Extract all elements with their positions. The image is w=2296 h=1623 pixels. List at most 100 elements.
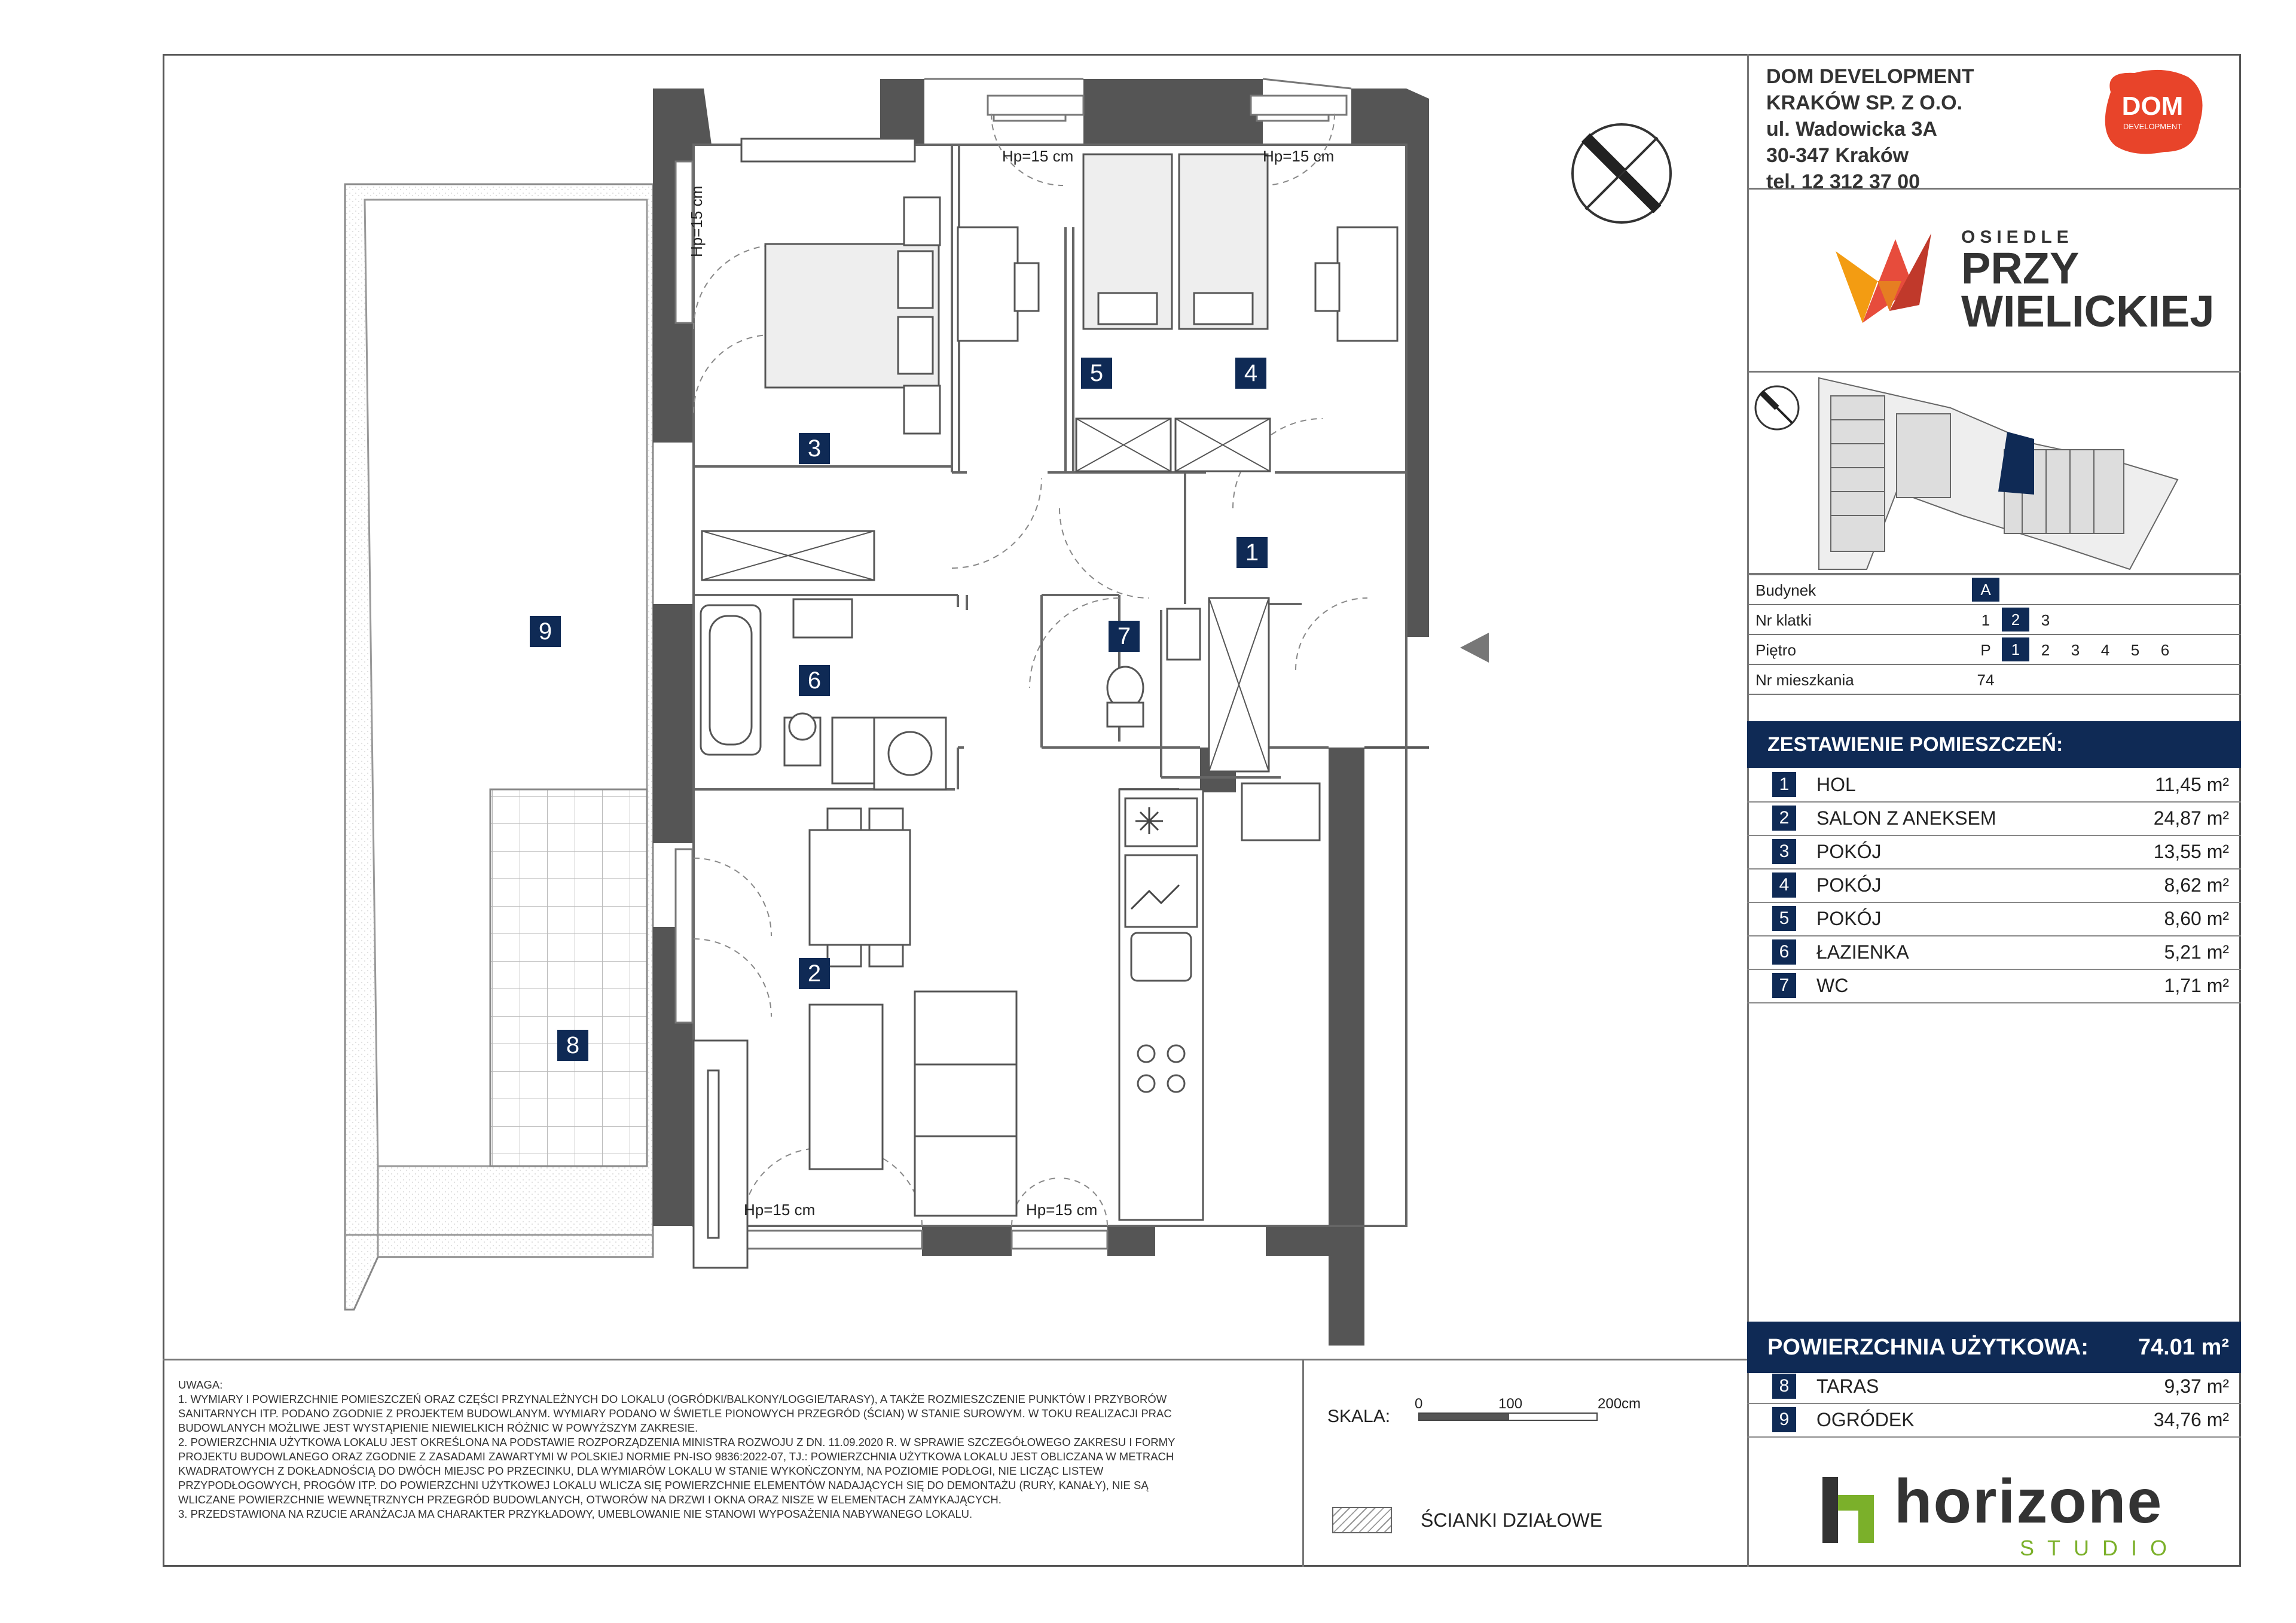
floor-label: Piętro	[1755, 641, 1796, 659]
plan-divider-vertical	[1747, 54, 1749, 1567]
floor-value: 5	[2130, 641, 2140, 659]
room-badge-6: 6	[799, 665, 830, 696]
floor-value-selected: 1	[2002, 637, 2029, 661]
horizone-logo-sub: STUDIO	[2020, 1536, 2181, 1560]
room-row-area: 5,21 m²	[2164, 941, 2229, 963]
company-address: DOM DEVELOPMENT KRAKÓW SP. Z O.O. ul. Wa…	[1766, 63, 1974, 195]
notes-line: SANITARNYCH ITP. PODANO ZGODNIE Z PROJEK…	[178, 1407, 1172, 1420]
window-height-label: Hp=15 cm	[744, 1201, 816, 1219]
svg-text:DEVELOPMENT: DEVELOPMENT	[2123, 122, 2182, 131]
window-height-label: Hp=15 cm	[1263, 147, 1335, 165]
scale-tick: 200cm	[1598, 1396, 1641, 1412]
room-row: 3 POKÓJ 13,55 m²	[1747, 835, 2241, 870]
key-plan	[1754, 377, 2179, 571]
building-label: Budynek	[1755, 581, 1816, 599]
floor-value: 2	[2041, 641, 2050, 659]
notes-heading: UWAGA:	[178, 1378, 223, 1391]
appliance-icons	[1130, 807, 1180, 910]
floor-plan	[344, 78, 1672, 1346]
notes-line: BUDOWLANYCH MOŻLIWE JEST WYSTĄPIENIE NIE…	[178, 1421, 698, 1434]
stair-label: Nr klatki	[1755, 611, 1812, 629]
floor-value: P	[1980, 641, 1991, 659]
apartment-info-table: Budynek A Nr klatki 1 2 3 Piętro P 1 2 3…	[1747, 574, 2241, 695]
notes-line: WLICZANE POWIERZCHNIE WEWNĘTRZNYCH PRZEG…	[178, 1493, 1002, 1506]
svg-text:DOM: DOM	[2122, 91, 2184, 121]
scale-label: SKALA:	[1327, 1407, 1391, 1426]
extra-row-number: 9	[1772, 1407, 1796, 1432]
partition-legend-label: ŚCIANKI DZIAŁOWE	[1421, 1509, 1603, 1531]
info-row-stair: Nr klatki 1 2 3	[1747, 605, 2241, 635]
room-row-number: 7	[1772, 973, 1796, 998]
notes-block: UWAGA: 1. WYMIARY I POWIERZCHNIE POMIESZ…	[178, 1378, 1302, 1521]
horizone-logo-mark	[1822, 1477, 1874, 1543]
compass-icon	[1571, 123, 1672, 224]
estate-logo-line1: PRZY	[1961, 243, 2080, 293]
room-row-area: 11,45 m²	[2155, 774, 2229, 795]
window-height-label: Hp=15 cm	[1002, 147, 1074, 165]
notes-line: 1. WYMIARY I POWIERZCHNIE POMIESZCZEŃ OR…	[178, 1393, 1167, 1405]
usable-area-row: POWIERZCHNIA UŻYTKOWA: 74.01 m²	[1747, 1322, 2241, 1373]
room-row-name: POKÓJ	[1816, 874, 1882, 896]
room-row: 6 ŁAZIENKA 5,21 m²	[1747, 935, 2241, 970]
rooms-table-title: ZESTAWIENIE POMIESZCZEŃ:	[1747, 721, 2241, 768]
room-row-name: WC	[1816, 975, 1849, 996]
room-row: 5 POKÓJ 8,60 m²	[1747, 902, 2241, 936]
room-badge-3: 3	[799, 433, 830, 464]
room-row-number: 1	[1772, 772, 1796, 797]
room-row-number: 3	[1772, 839, 1796, 864]
room-row-area: 1,71 m²	[2164, 975, 2229, 996]
company-street: ul. Wadowicka 3A	[1766, 118, 1937, 141]
scale-bar	[1418, 1413, 1598, 1421]
sheet-frame	[163, 54, 2241, 1567]
extra-row-name: TARAS	[1816, 1375, 1879, 1397]
window-height-label: Hp=15 cm	[688, 185, 706, 257]
room-row-name: SALON Z ANEKSEM	[1816, 807, 1996, 829]
company-divider	[1747, 188, 2241, 190]
room-row-area: 8,62 m²	[2164, 874, 2229, 896]
scale-tick: 0	[1415, 1396, 1423, 1412]
building-value: A	[1972, 578, 1999, 602]
room-badge-1: 1	[1236, 537, 1268, 568]
terrace-area	[489, 788, 648, 1167]
room-row-name: HOL	[1816, 774, 1856, 795]
stair-value: 1	[1981, 611, 1990, 629]
usable-area-label: POWIERZCHNIA UŻYTKOWA:	[1767, 1335, 2089, 1360]
info-row-apartment: Nr mieszkania 74	[1747, 665, 2241, 695]
room-row-number: 6	[1772, 939, 1796, 965]
extra-row: 9 OGRÓDEK 34,76 m²	[1747, 1403, 2241, 1438]
room-badge-7: 7	[1109, 621, 1140, 652]
furniture	[692, 138, 1399, 1269]
room-row-name: ŁAZIENKA	[1816, 941, 1909, 963]
entrance-arrow	[1460, 633, 1489, 663]
room-row: 1 HOL 11,45 m²	[1747, 768, 2241, 803]
extra-row-area: 34,76 m²	[2153, 1409, 2229, 1430]
info-row-building: Budynek A	[1747, 574, 2241, 605]
room-row: 7 WC 1,71 m²	[1747, 969, 2241, 1003]
room-badge-8: 8	[557, 1030, 588, 1061]
apartment-number: 74	[1977, 671, 1995, 689]
logo-divider	[1747, 371, 2241, 373]
company-phone: tel. 12 312 37 00	[1766, 170, 1921, 193]
notes-line: PROJEKTU BUDOWLANEGO ORAZ ZGODNIE Z ZASA…	[178, 1450, 1174, 1463]
notes-line: 2. POWIERZCHNIA UŻYTKOWA LOKALU JEST OKR…	[178, 1436, 1176, 1448]
room-row-area: 24,87 m²	[2153, 807, 2229, 829]
scale-tick: 100	[1498, 1396, 1523, 1412]
room-row-area: 13,55 m²	[2153, 841, 2229, 862]
apartment-label: Nr mieszkania	[1755, 671, 1854, 689]
company-name-2: KRAKÓW SP. Z O.O.	[1766, 91, 1963, 114]
keyplan-compass-icon	[1754, 385, 1800, 431]
extra-row-name: OGRÓDEK	[1816, 1409, 1915, 1430]
room-badge-2: 2	[799, 958, 830, 989]
horizone-studio-logo: horizone STUDIO	[1822, 1467, 2181, 1567]
room-row-number: 4	[1772, 872, 1796, 898]
estate-logo: OSIEDLE PRZY WIELICKIEJ	[1830, 227, 2214, 347]
info-row-floor: Piętro P 1 2 3 4 5 6	[1747, 635, 2241, 665]
room-row-number: 2	[1772, 806, 1796, 831]
keyplan-divider	[1747, 573, 2241, 575]
partition-legend-swatch	[1332, 1507, 1392, 1533]
room-row: 2 SALON Z ANEKSEM 24,87 m²	[1747, 801, 2241, 836]
company-name: DOM DEVELOPMENT	[1766, 65, 1974, 88]
notes-scale-divider	[1302, 1359, 1304, 1567]
estate-logo-line2: WIELICKIEJ	[1961, 286, 2215, 336]
floor-value: 3	[2071, 641, 2080, 659]
